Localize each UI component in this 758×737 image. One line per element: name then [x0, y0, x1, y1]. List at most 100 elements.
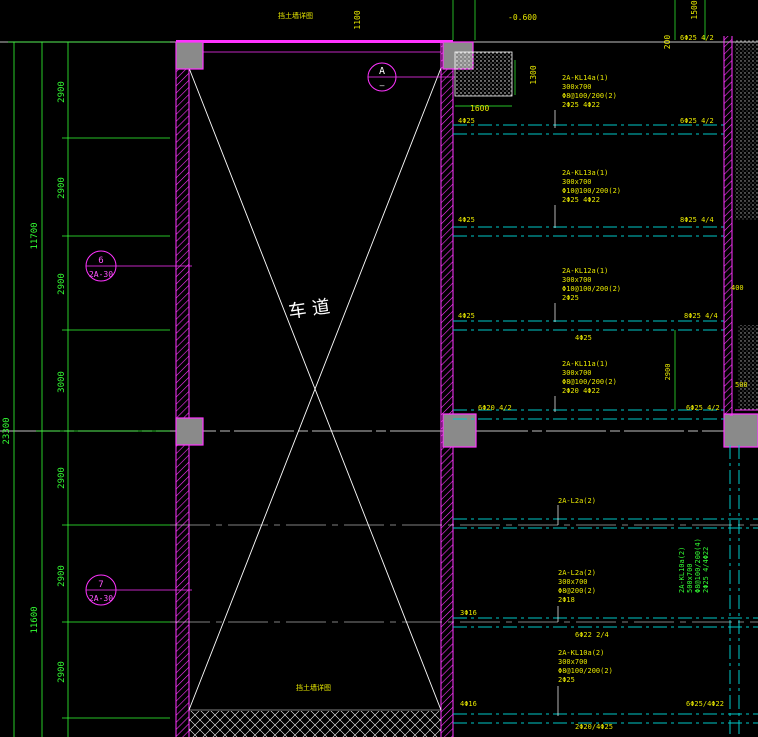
- column-far-right: [723, 413, 758, 448]
- svg-text:A: A: [379, 66, 385, 77]
- beam-label-l2a-lower[interactable]: 2A-L2a(2) 300x700 Φ8@200(2) 2Φ18: [558, 569, 596, 604]
- beam-label-kl13a[interactable]: 2A-KL13a(1) 300x700 Φ10@100/200(2) 2Φ25 …: [562, 169, 621, 204]
- svg-text:300x700: 300x700: [562, 83, 592, 91]
- svg-text:—: —: [380, 81, 385, 90]
- svg-text:6Φ25 4/2: 6Φ25 4/2: [680, 34, 714, 42]
- dim-upper-group: 11700: [30, 222, 40, 249]
- detail-width: 1600: [470, 104, 489, 113]
- column-mid-left: [175, 417, 204, 446]
- svg-text:6Φ25 4/2: 6Φ25 4/2: [686, 404, 720, 412]
- svg-text:2A-L2a(2): 2A-L2a(2): [558, 497, 596, 505]
- svg-text:2A-KL11a(1): 2A-KL11a(1): [562, 360, 608, 368]
- ramp-bottom-hatch: [189, 711, 441, 737]
- svg-text:2A-30: 2A-30: [89, 594, 113, 603]
- svg-text:Φ8@200(2): Φ8@200(2): [558, 587, 596, 595]
- svg-text:2A-KL12a(1): 2A-KL12a(1): [562, 267, 608, 275]
- svg-text:2Φ25: 2Φ25: [562, 294, 579, 302]
- leader-ticks: [554, 110, 559, 716]
- section-marker-6[interactable]: 6 2A-30: [85, 250, 192, 282]
- svg-text:200: 200: [663, 35, 672, 50]
- top-wall-dims: 1100 1500 200 -0.600 1600 1300: [353, 0, 699, 113]
- svg-text:Φ10@100/200(2): Φ10@100/200(2): [562, 187, 621, 195]
- svg-text:3Φ16: 3Φ16: [460, 609, 477, 617]
- section-marker-a[interactable]: A —: [367, 62, 455, 92]
- svg-text:2Φ20 4Φ22: 2Φ20 4Φ22: [562, 387, 600, 395]
- svg-text:2Φ25: 2Φ25: [558, 676, 575, 684]
- svg-text:4Φ25: 4Φ25: [458, 312, 475, 320]
- beam-lines: [453, 124, 758, 737]
- detail-height: 1300: [529, 65, 538, 84]
- svg-text:2A-KL10a(2): 2A-KL10a(2): [558, 649, 604, 657]
- svg-text:Φ8@100/200(2): Φ8@100/200(2): [562, 92, 617, 100]
- beam-label-kl11a[interactable]: 2A-KL11a(1) 300x700 Φ8@100/200(2) 2Φ20 4…: [562, 360, 617, 395]
- svg-text:8Φ25 4/4: 8Φ25 4/4: [680, 216, 714, 224]
- dim-seg-6: 2900: [57, 565, 67, 587]
- svg-text:2Φ25 4/4Φ22: 2Φ25 4/4Φ22: [702, 547, 710, 593]
- svg-text:2Φ25 4Φ22: 2Φ25 4Φ22: [562, 196, 600, 204]
- top-wall: [176, 40, 453, 53]
- svg-text:400: 400: [731, 284, 744, 292]
- svg-text:Φ8@100/200(2): Φ8@100/200(2): [562, 378, 617, 386]
- left-dimension-texts: 23300 11700 11600 2900 2900 2900 3000 29…: [2, 81, 67, 683]
- left-wall: [175, 42, 190, 737]
- right-wall: [440, 42, 454, 737]
- axis-lines: [0, 41, 758, 432]
- svg-text:300x700: 300x700: [558, 578, 588, 586]
- beam-annotations: 2A-KL14a(1) 300x700 Φ8@100/200(2) 2Φ25 4…: [558, 74, 710, 684]
- svg-text:8Φ25 4/4: 8Φ25 4/4: [684, 312, 718, 320]
- svg-text:2A-KL10a(2): 2A-KL10a(2): [678, 547, 686, 593]
- svg-text:挡土墙详图: 挡土墙详图: [278, 11, 313, 20]
- svg-text:2900: 2900: [664, 364, 672, 381]
- svg-text:2A-KL14a(1): 2A-KL14a(1): [562, 74, 608, 82]
- wall-note-texts: 挡土墙详图 挡土墙详图: [278, 11, 331, 692]
- svg-text:挡土墙详图: 挡土墙详图: [296, 683, 331, 692]
- dim-seg-3: 2900: [57, 273, 67, 295]
- svg-text:Φ8@100/200(2): Φ8@100/200(2): [558, 667, 613, 675]
- column-enlarged-detail: [454, 51, 513, 97]
- column-top-left: [175, 41, 204, 70]
- beam-label-kl12a[interactable]: 2A-KL12a(1) 300x700 Φ10@100/200(2) 2Φ25: [562, 267, 621, 302]
- beam-label-kl10a[interactable]: 2A-KL10a(2) 300x700 Φ8@100/200(2) 2Φ25: [558, 649, 613, 684]
- svg-text:300x700: 300x700: [562, 276, 592, 284]
- centre-lines: [170, 524, 758, 623]
- ramp-opening-cross: [188, 67, 442, 711]
- dim-seg-2: 2900: [57, 177, 67, 199]
- svg-text:300x700: 300x700: [562, 369, 592, 377]
- svg-text:2Φ18: 2Φ18: [558, 596, 575, 604]
- dim-lower-group: 11600: [30, 606, 40, 633]
- svg-text:2Φ20/4Φ25: 2Φ20/4Φ25: [575, 723, 613, 731]
- svg-text:1100: 1100: [353, 10, 362, 29]
- dim-seg-5: 2900: [57, 467, 67, 489]
- svg-text:300x700: 300x700: [562, 178, 592, 186]
- svg-text:300x700: 300x700: [558, 658, 588, 666]
- side-beam-label[interactable]: 2A-KL10a(2) 500x700 Φ8@100/200(4) 2Φ25 4…: [678, 538, 710, 593]
- section-marker-7[interactable]: 7 2A-30: [85, 574, 192, 606]
- top-right-dimensions: [452, 0, 706, 410]
- svg-text:6Φ25/4Φ22: 6Φ25/4Φ22: [686, 700, 724, 708]
- svg-text:2A-30: 2A-30: [89, 270, 113, 279]
- svg-text:Φ10@100/200(2): Φ10@100/200(2): [562, 285, 621, 293]
- rebar-callouts: 4Φ25 6Φ25 4/2 4Φ25 8Φ25 4/4 4Φ25 8Φ25 4/…: [458, 34, 748, 731]
- svg-text:7: 7: [98, 580, 103, 590]
- svg-text:4Φ25: 4Φ25: [458, 117, 475, 125]
- far-right-wall: [723, 36, 758, 416]
- columns: [175, 41, 758, 448]
- svg-text:2Φ25 4Φ22: 2Φ25 4Φ22: [562, 101, 600, 109]
- svg-text:6Φ20 4/2: 6Φ20 4/2: [478, 404, 512, 412]
- beam-label-kl14a[interactable]: 2A-KL14a(1) 300x700 Φ8@100/200(2) 2Φ25 4…: [562, 74, 617, 109]
- beam-label-l2a-upper[interactable]: 2A-L2a(2): [558, 497, 596, 505]
- dim-seg-4: 3000: [57, 371, 67, 393]
- dim-seg-1: 2900: [57, 81, 67, 103]
- svg-text:4Φ16: 4Φ16: [460, 700, 477, 708]
- svg-text:6Φ22 2/4: 6Φ22 2/4: [575, 631, 609, 639]
- svg-text:2A-L2a(2): 2A-L2a(2): [558, 569, 596, 577]
- svg-text:4Φ25: 4Φ25: [458, 216, 475, 224]
- svg-text:4Φ25: 4Φ25: [575, 334, 592, 342]
- dim-total: 23300: [2, 417, 12, 444]
- svg-text:2A-KL13a(1): 2A-KL13a(1): [562, 169, 608, 177]
- elevation-top: -0.600: [508, 13, 537, 22]
- svg-text:1500: 1500: [690, 0, 699, 19]
- dim-seg-7: 2900: [57, 661, 67, 683]
